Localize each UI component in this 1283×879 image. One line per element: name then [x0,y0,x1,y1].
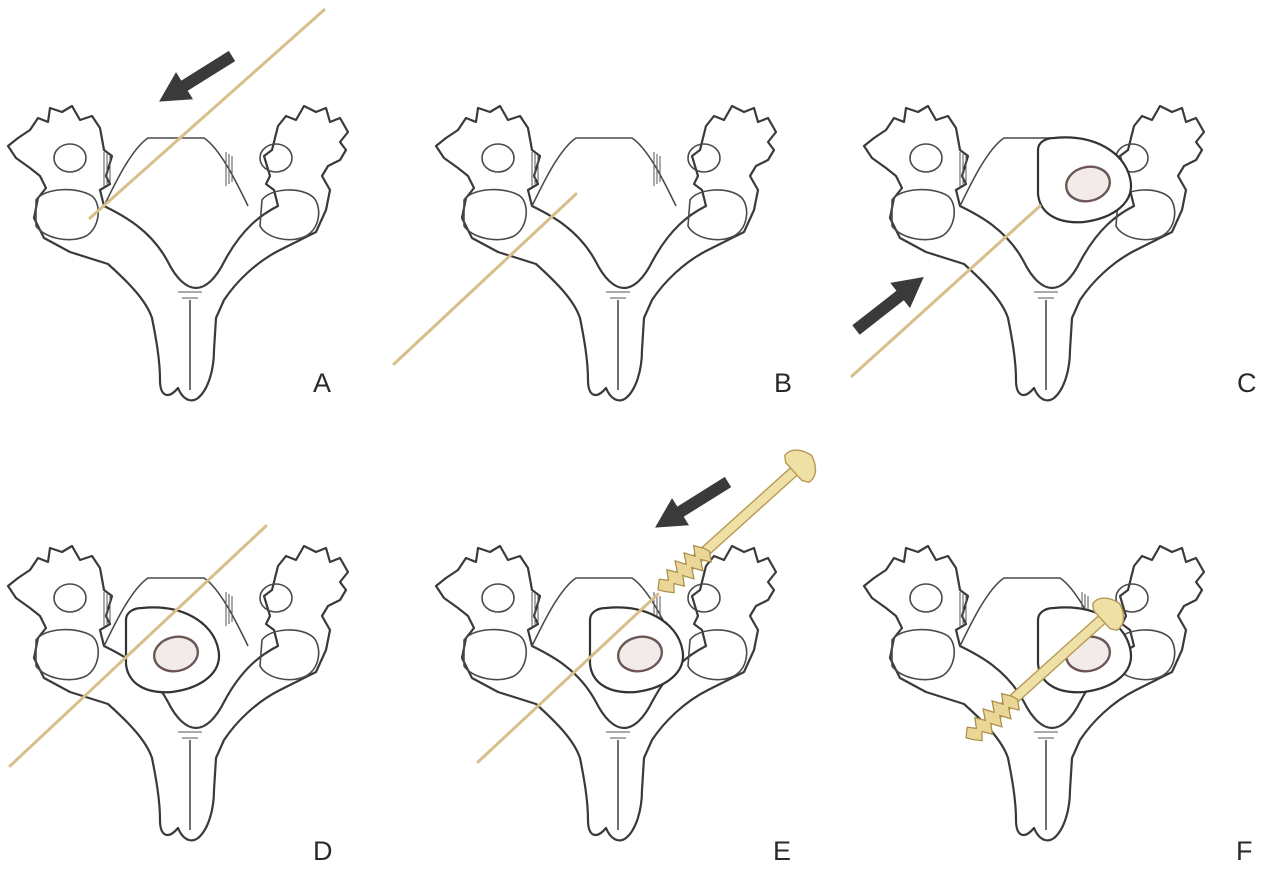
panel-label: D [313,838,333,865]
panel-a: A [0,0,427,439]
dens [590,607,683,692]
vertebra [8,546,348,840]
panel-d: D [0,440,427,879]
vertebra [8,106,348,400]
vertebra [436,106,776,400]
panel-c: C [856,0,1283,439]
panel-label: E [773,838,791,865]
panel-label: A [313,370,331,397]
dens [1038,137,1131,222]
panel-b: B [428,0,855,439]
vertebra [864,546,1204,840]
panel-label: C [1237,370,1257,397]
panel-e: E [428,440,855,879]
panel-e-drawing [428,440,855,879]
panel-f: F [856,440,1283,879]
arrow-icon [846,264,933,342]
panel-f-drawing [856,440,1283,879]
panel-c-drawing [856,0,1283,439]
vertebra [864,106,1204,400]
panel-a-drawing [0,0,427,439]
panel-d-drawing [0,440,427,879]
panel-label: B [774,370,792,397]
dens [126,607,219,692]
panel-label: F [1236,838,1253,865]
arrow-icon [151,42,241,115]
vertebra [436,546,776,840]
